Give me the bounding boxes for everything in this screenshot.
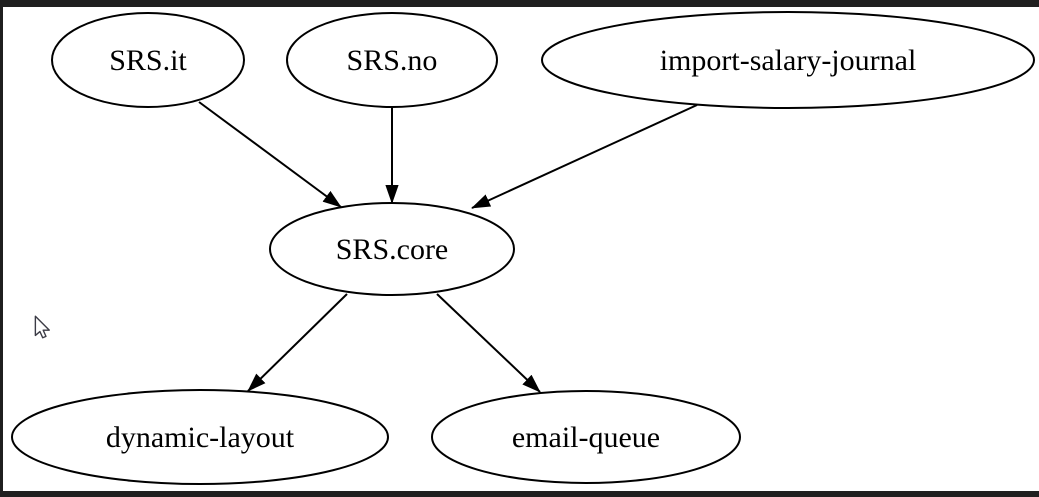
node-import-salary-journal: import-salary-journal (541, 11, 1035, 109)
edge-srs-it-to-srs-core (198, 101, 342, 208)
node-email-queue-ellipse (431, 390, 741, 484)
node-srs-no-ellipse (286, 12, 498, 108)
node-email-queue: email-queue (431, 390, 741, 484)
node-srs-it-ellipse (51, 12, 245, 108)
node-srs-core-ellipse (269, 202, 515, 296)
window-top-border (0, 0, 1039, 7)
node-srs-it: SRS.it (51, 12, 245, 108)
node-email-queue-label: email-queue (512, 421, 660, 454)
node-srs-no-label: SRS.no (347, 44, 438, 77)
node-dynamic-layout-ellipse (11, 389, 389, 485)
node-import-salary-journal-ellipse (541, 11, 1035, 109)
window-bottom-border (0, 491, 1039, 497)
edge-import-salary-journal-to-srs-core (471, 104, 698, 209)
node-import-salary-journal-label: import-salary-journal (660, 44, 917, 77)
edge-srs-core-to-email-queue (436, 293, 541, 393)
node-srs-it-label: SRS.it (109, 44, 187, 77)
node-dynamic-layout-label: dynamic-layout (106, 421, 295, 454)
node-srs-core: SRS.core (269, 202, 515, 296)
node-srs-no: SRS.no (286, 12, 498, 108)
window-left-border (0, 7, 3, 491)
node-dynamic-layout: dynamic-layout (11, 389, 389, 485)
edge-group (198, 101, 698, 393)
edge-srs-core-to-dynamic-layout (247, 293, 348, 392)
node-srs-core-label: SRS.core (336, 233, 449, 266)
